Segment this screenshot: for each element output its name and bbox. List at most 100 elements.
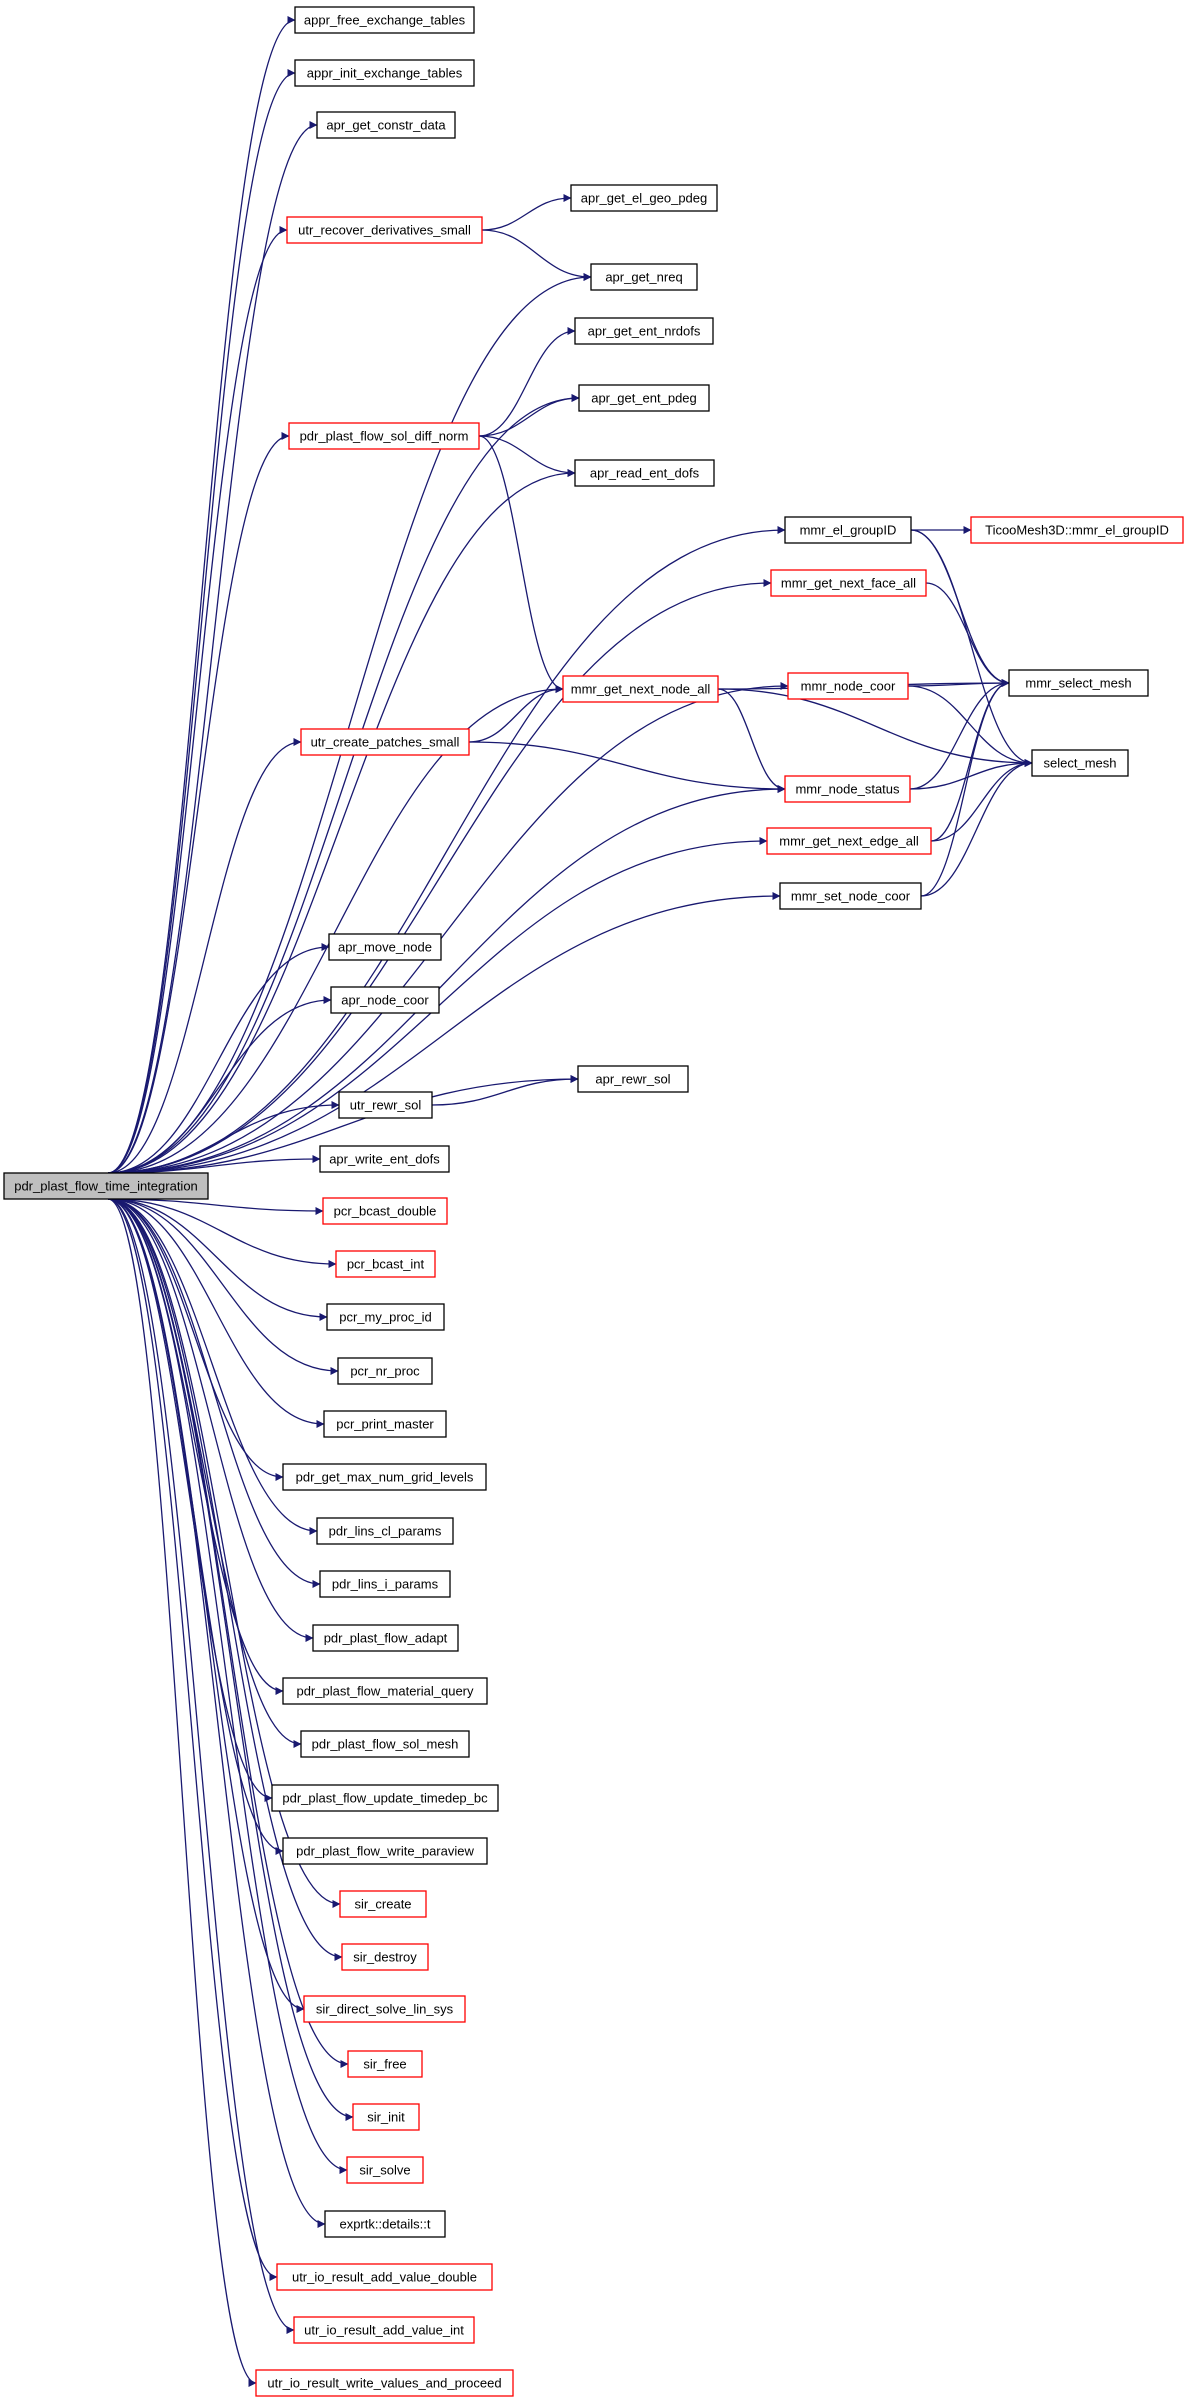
- nodes-layer: pdr_plast_flow_time_integrationappr_free…: [3, 6, 1184, 2397]
- edge-root-to-n14: [107, 685, 564, 1174]
- edge-root-to-n30: [107, 1198, 339, 1375]
- edge-n13-to-n16: [925, 582, 1010, 687]
- node-sir-init[interactable]: sir_init: [352, 2103, 420, 2131]
- edge-root-to-n28: [107, 1198, 337, 1268]
- node-pdr-plast-flow-write-paraview[interactable]: pdr_plast_flow_write_paraview: [282, 1837, 488, 1865]
- node-label: pdr_lins_cl_params: [329, 1524, 442, 1539]
- node-pdr-get-max-num-grid-levels[interactable]: pdr_get_max_num_grid_levels: [282, 1463, 487, 1491]
- edge-root-to-n29: [107, 1198, 328, 1321]
- node-utr-io-result-write-values-and-proceed[interactable]: utr_io_result_write_values_and_proceed: [255, 2369, 514, 2397]
- node-apr-node-coor[interactable]: apr_node_coor: [330, 986, 440, 1014]
- node-pdr-plast-flow-update-timedep-bc[interactable]: pdr_plast_flow_update_timedep_bc: [271, 1784, 499, 1812]
- node-pcr-my-proc-id[interactable]: pcr_my_proc_id: [326, 1303, 445, 1331]
- node-utr-create-patches-small[interactable]: utr_create_patches_small: [300, 728, 470, 756]
- edge-n18-to-n16: [909, 679, 1010, 790]
- edge-root-to-n41: [107, 1198, 343, 1961]
- node-label: pdr_plast_flow_write_paraview: [296, 1844, 474, 1859]
- node-ticoomesh3d-mmr-el-groupid[interactable]: TicooMesh3D::mmr_el_groupID: [970, 516, 1184, 544]
- node-label: sir_direct_solve_lin_sys: [316, 2002, 454, 2017]
- node-appr-init-exchange-tables[interactable]: appr_init_exchange_tables: [294, 59, 475, 87]
- node-pdr-lins-cl-params[interactable]: pdr_lins_cl_params: [316, 1517, 454, 1545]
- node-box: [590, 263, 698, 291]
- edge-root-to-n47: [107, 1198, 278, 2281]
- node-mmr-get-next-edge-all[interactable]: mmr_get_next_edge_all: [766, 827, 932, 855]
- node-apr-rewr-sol[interactable]: apr_rewr_sol: [577, 1065, 689, 1093]
- node-pdr-lins-i-params[interactable]: pdr_lins_i_params: [319, 1570, 451, 1598]
- node-utr-recover-derivatives-small[interactable]: utr_recover_derivatives_small: [286, 216, 483, 244]
- node-box: [316, 111, 456, 139]
- node-label: mmr_select_mesh: [1025, 676, 1131, 691]
- node-apr-read-ent-dofs[interactable]: apr_read_ent_dofs: [574, 459, 715, 487]
- node-box: [282, 1677, 488, 1705]
- node-pcr-print-master[interactable]: pcr_print_master: [323, 1410, 447, 1438]
- node-utr-rewr-sol[interactable]: utr_rewr_sol: [338, 1091, 433, 1119]
- edge-n11-to-n19: [910, 529, 1033, 767]
- node-select-mesh[interactable]: select_mesh: [1031, 749, 1129, 777]
- edge-root-to-n48: [107, 1198, 295, 2334]
- node-pcr-nr-proc[interactable]: pcr_nr_proc: [337, 1357, 433, 1385]
- edge-root-to-n11: [107, 526, 786, 1174]
- node-apr-get-el-geo-pdeg[interactable]: apr_get_el_geo_pdeg: [570, 184, 718, 212]
- node-mmr-get-next-node-all[interactable]: mmr_get_next_node_all: [562, 675, 719, 703]
- node-label: pdr_get_max_num_grid_levels: [296, 1470, 474, 1485]
- node-apr-get-ent-pdeg[interactable]: apr_get_ent_pdeg: [578, 384, 710, 412]
- node-mmr-el-groupid[interactable]: mmr_el_groupID: [784, 516, 912, 544]
- edge-root-to-n23: [107, 996, 332, 1174]
- node-box: [282, 1837, 488, 1865]
- node-mmr-node-status[interactable]: mmr_node_status: [784, 775, 911, 803]
- node-apr-write-ent-dofs[interactable]: apr_write_ent_dofs: [319, 1145, 450, 1173]
- node-label: mmr_get_next_edge_all: [779, 834, 919, 849]
- node-apr-get-ent-nrdofs[interactable]: apr_get_ent_nrdofs: [574, 317, 714, 345]
- node-sir-create[interactable]: sir_create: [339, 1890, 427, 1918]
- node-label: exprtk::details::t: [339, 2217, 430, 2232]
- node-pcr-bcast-double[interactable]: pcr_bcast_double: [322, 1197, 448, 1225]
- node-label: mmr_set_node_coor: [791, 889, 911, 904]
- node-box: [319, 1145, 450, 1173]
- node-sir-solve[interactable]: sir_solve: [346, 2156, 424, 2184]
- edge-root-to-n35: [107, 1198, 314, 1642]
- node-mmr-set-node-coor[interactable]: mmr_set_node_coor: [779, 882, 922, 910]
- node-appr-free-exchange-tables[interactable]: appr_free_exchange_tables: [294, 6, 475, 34]
- node-box: [347, 2050, 423, 2078]
- node-utr-io-result-add-value-int[interactable]: utr_io_result_add_value_int: [293, 2316, 475, 2344]
- node-label: utr_recover_derivatives_small: [298, 223, 471, 238]
- node-label: pcr_bcast_double: [334, 1204, 437, 1219]
- node-sir-free[interactable]: sir_free: [347, 2050, 423, 2078]
- node-box: [784, 775, 911, 803]
- node-mmr-node-coor[interactable]: mmr_node_coor: [787, 672, 909, 700]
- node-utr-io-result-add-value-double[interactable]: utr_io_result_add_value_double: [276, 2263, 493, 2291]
- edge-n18-to-n19: [909, 759, 1033, 790]
- node-exprtk-details-t[interactable]: exprtk::details::t: [324, 2210, 446, 2238]
- node-sir-direct-solve-lin-sys[interactable]: sir_direct_solve_lin_sys: [303, 1995, 466, 2023]
- node-label: utr_create_patches_small: [311, 735, 460, 750]
- node-apr-get-constr-data[interactable]: apr_get_constr_data: [316, 111, 456, 139]
- node-sir-destroy[interactable]: sir_destroy: [341, 1943, 429, 1971]
- node-apr-get-nreq[interactable]: apr_get_nreq: [590, 263, 698, 291]
- edge-root-to-n3: [107, 121, 318, 1174]
- node-apr-move-node[interactable]: apr_move_node: [328, 933, 442, 961]
- node-pcr-bcast-int[interactable]: pcr_bcast_int: [335, 1250, 436, 1278]
- edge-root-to-n17: [107, 738, 302, 1174]
- node-box: [326, 1303, 445, 1331]
- node-label: utr_io_result_add_value_int: [304, 2323, 464, 2338]
- node-box: [293, 2316, 475, 2344]
- edge-root-to-n4: [107, 226, 288, 1174]
- node-pdr-plast-flow-sol-diff-norm[interactable]: pdr_plast_flow_sol_diff_norm: [288, 422, 480, 450]
- edge-n8-to-n10: [478, 435, 576, 477]
- node-label: utr_io_result_write_values_and_proceed: [267, 2376, 501, 2391]
- node-box: [300, 1730, 470, 1758]
- node-box: [337, 1357, 433, 1385]
- node-mmr-select-mesh[interactable]: mmr_select_mesh: [1008, 669, 1149, 697]
- node-box: [328, 933, 442, 961]
- node-label: utr_rewr_sol: [350, 1098, 422, 1113]
- node-label: pcr_print_master: [336, 1417, 434, 1432]
- node-pdr-plast-flow-material-query[interactable]: pdr_plast_flow_material_query: [282, 1677, 488, 1705]
- edge-root-to-n25: [107, 1101, 340, 1174]
- edge-root-to-n1: [107, 16, 296, 1174]
- node-label: mmr_node_coor: [801, 679, 896, 694]
- node-mmr-get-next-face-all[interactable]: mmr_get_next_face_all: [770, 569, 927, 597]
- node-pdr-plast-flow-adapt[interactable]: pdr_plast_flow_adapt: [312, 1624, 459, 1652]
- node-pdr-plast-flow-sol-mesh[interactable]: pdr_plast_flow_sol_mesh: [300, 1730, 470, 1758]
- node-label: apr_read_ent_dofs: [590, 466, 700, 481]
- edge-root-to-n8: [107, 432, 290, 1174]
